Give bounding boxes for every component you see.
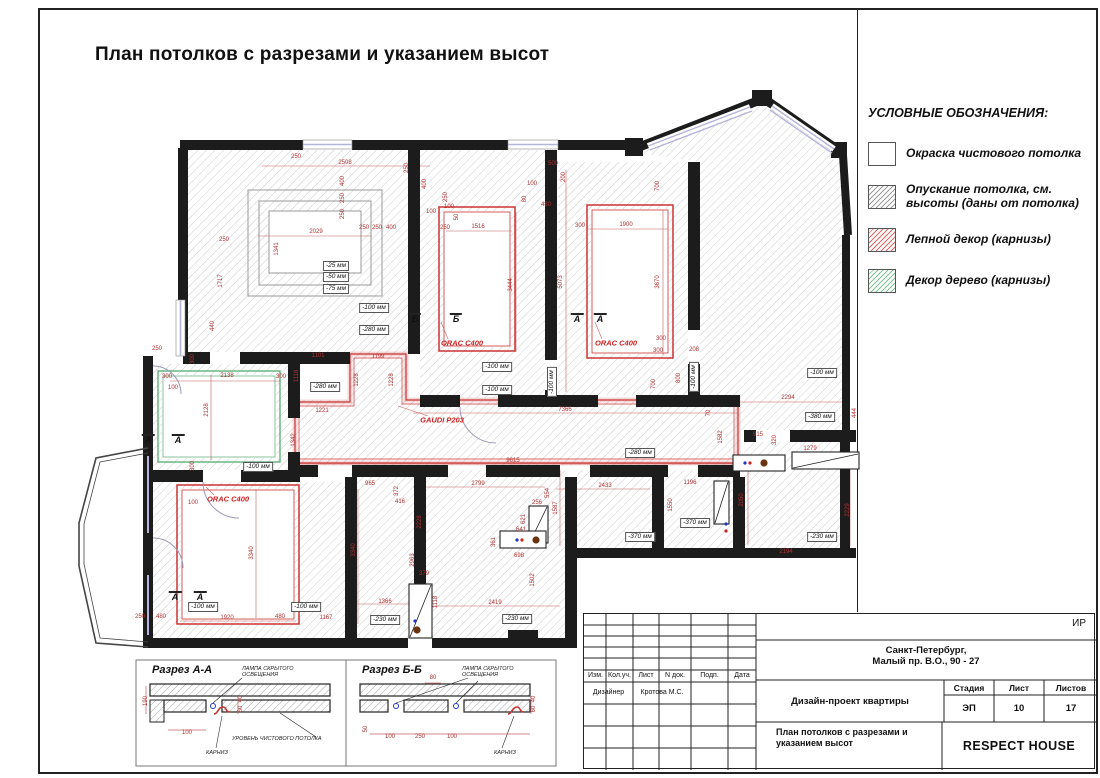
sheet-number: 10 [1013, 703, 1025, 714]
cornice-layer [157, 204, 674, 625]
stamp-code: ИР [1072, 618, 1086, 629]
sheets-total: 17 [1065, 703, 1077, 714]
section-b-cornice-label: КАРНИЗ [494, 750, 516, 756]
company-name: RESPECT HOUSE [962, 739, 1076, 753]
col-podp: Подп. [700, 672, 719, 679]
legend-item-label: Опускание потолка, см. высоты (даны от п… [906, 182, 1079, 210]
section-a-lamp-label: ЛАМПА СКРЫТОГО ОСВЕЩЕНИЯ [242, 666, 294, 679]
legend-separator-line [857, 10, 858, 612]
corridor-cornice [292, 351, 741, 466]
legend-title: УСЛОВНЫЕ ОБОЗНАЧЕНИЯ: [868, 106, 1049, 120]
section-detail-boxes [135, 659, 557, 767]
gray-hatch-swatch [868, 184, 896, 209]
door-symbols [152, 365, 497, 569]
opening-symbols [408, 451, 860, 639]
col-ndok: N док. [665, 672, 685, 679]
white-swatch [868, 142, 896, 166]
legend-item-dropped: Опускание потолка, см. высоты (даны от п… [868, 182, 1086, 211]
project-address: Санкт-Петербург, Малый пр. В.О., 90 - 27 [872, 645, 980, 667]
legend-item-paint: Окраска чистового потолка [868, 142, 1086, 166]
legend-item-wood: Декор дерево (карнизы) [868, 268, 1086, 293]
legend-item-label: Лепной декор (карнизы) [906, 231, 1051, 246]
col-koluch: Кол.уч. [608, 672, 631, 679]
section-a-cornice-label: КАРНИЗ [206, 750, 228, 756]
section-b-lamp-label: ЛАМПА СКРЫТОГО ОСВЕЩЕНИЯ [462, 666, 514, 679]
legend-item-label: Декор дерево (карнизы) [906, 272, 1051, 287]
col-data: Дата [734, 672, 750, 679]
col-izm: Изм. [588, 672, 603, 679]
section-a-level-label: УРОВЕНЬ ЧИСТОВОГО ПОТОЛКА [232, 736, 322, 742]
green-hatch-swatch [868, 268, 896, 293]
legend-item-label: Окраска чистового потолка [906, 146, 1082, 161]
stage-value: ЭП [962, 703, 976, 714]
project-name: Дизайн-проект квартиры [791, 696, 909, 707]
section-b-title: Разрез Б-Б [362, 664, 422, 676]
sheet-header: Лист [1008, 683, 1030, 693]
hatch-layer [148, 102, 850, 638]
stepped-ceiling-rings [247, 189, 383, 297]
left-bay-outline [78, 447, 149, 648]
title-block: ИР Санкт-Петербург, Малый пр. В.О., 90 -… [583, 613, 1096, 770]
appliance-symbols [413, 454, 786, 634]
section-a-title: Разрез А-А [152, 664, 213, 676]
page-title: План потолков с разрезами и указанием вы… [95, 44, 550, 65]
bay-windows [646, 103, 836, 154]
drawing-title: План потолков с разрезами и указанием вы… [776, 727, 908, 749]
window-symbols [147, 139, 559, 635]
col-list: Лист [638, 672, 654, 679]
title-block-grid [584, 614, 1096, 770]
legend: УСЛОВНЫЕ ОБОЗНАЧЕНИЯ: Окраска чистового … [868, 106, 1086, 310]
section-a-drawing [145, 677, 331, 749]
walls-layer [143, 90, 856, 648]
sheets-header: Листов [1055, 683, 1087, 693]
red-hatch-swatch [868, 227, 896, 252]
section-b-drawing [359, 677, 532, 749]
sheet-frame [38, 8, 1098, 774]
legend-item-stucco: Лепной декор (карнизы) [868, 227, 1086, 252]
designer-role: Дизайнер [592, 689, 625, 696]
designer-name: Кротова М.С. [640, 689, 684, 696]
stage-header: Стадия [953, 683, 985, 693]
clean-ceiling-layer [162, 209, 669, 620]
